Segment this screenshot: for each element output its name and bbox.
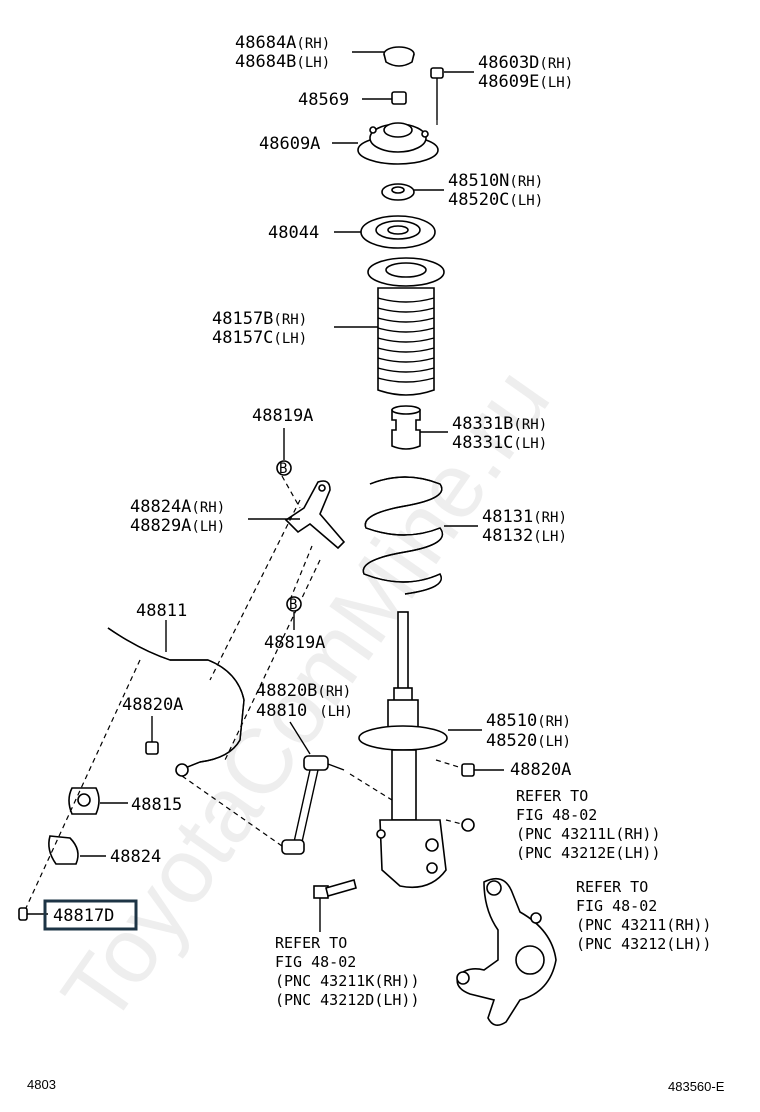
stabilizer-bushing-part[interactable]	[68, 787, 100, 815]
label-48817d-text: 48817D	[53, 906, 114, 926]
svg-text:48820B(RH): 48820B(RH)	[256, 681, 351, 701]
svg-text:48510N(RH): 48510N(RH)	[448, 171, 543, 191]
bolt-48817d-part[interactable]	[18, 907, 28, 921]
svg-text:48520(LH): 48520(LH)	[486, 731, 571, 751]
strut-bolt-part[interactable]	[313, 879, 357, 899]
label-48157[interactable]: 48157B(RH) 48157C(LH)	[212, 309, 307, 348]
label-48510n[interactable]: 48510N(RH) 48520C(LH)	[448, 171, 543, 210]
label-48819a-bottom[interactable]: 48819A	[264, 633, 325, 653]
svg-text:48684B(LH): 48684B(LH)	[235, 52, 330, 72]
label-48603[interactable]: 48603D(RH) 48609E(LH)	[478, 53, 573, 92]
svg-text:48684A(RH): 48684A(RH)	[235, 33, 330, 53]
footer-left-code: 4803	[27, 1077, 56, 1092]
svg-text:FIG 48-02: FIG 48-02	[275, 953, 356, 971]
bearing-part[interactable]	[381, 183, 415, 201]
svg-text:48157C(LH): 48157C(LH)	[212, 328, 307, 348]
svg-text:48331C(LH): 48331C(LH)	[452, 433, 547, 453]
svg-text:48331B(RH): 48331B(RH)	[452, 414, 547, 434]
callout-b-bottom-text: B	[289, 597, 297, 613]
label-48817d-highlighted[interactable]: 48817D	[43, 899, 138, 931]
label-48569[interactable]: 48569	[298, 90, 349, 110]
bump-stop-part[interactable]	[391, 405, 421, 450]
svg-text:(PNC 43211K(RH)): (PNC 43211K(RH))	[275, 972, 420, 990]
nut-48603-part[interactable]	[430, 67, 444, 120]
stabilizer-link-part[interactable]	[281, 755, 345, 855]
label-48331[interactable]: 48331B(RH) 48331C(LH)	[452, 414, 547, 453]
coil-spring-part[interactable]	[362, 476, 444, 595]
nut-48820a-left-part[interactable]	[145, 741, 159, 755]
svg-text:REFER TO: REFER TO	[576, 878, 648, 896]
svg-text:48829A(LH): 48829A(LH)	[130, 516, 225, 536]
strut-mount-part[interactable]	[357, 122, 439, 165]
nut-48820a-right-part[interactable]	[461, 763, 475, 777]
callout-b-bottom: B	[286, 596, 302, 613]
label-48824[interactable]: 48824	[110, 847, 161, 867]
label-48044[interactable]: 48044	[268, 223, 319, 243]
footer-right-code: 483560-E	[668, 1079, 725, 1094]
callout-b-top-text: B	[279, 461, 287, 477]
svg-text:(PNC 43211(RH)): (PNC 43211(RH))	[576, 916, 711, 934]
leader-lines	[27, 51, 504, 915]
dust-cap-part[interactable]	[383, 46, 415, 67]
svg-text:48157B(RH): 48157B(RH)	[212, 309, 307, 329]
label-48684[interactable]: 48684A(RH) 48684B(LH)	[235, 33, 330, 72]
svg-text:REFER TO: REFER TO	[275, 934, 347, 952]
nut-48569-part[interactable]	[391, 91, 407, 105]
spring-seat-part[interactable]	[360, 215, 436, 249]
bellows-boot-part[interactable]	[367, 257, 445, 396]
label-48824a[interactable]: 48824A(RH) 48829A(LH)	[130, 497, 225, 536]
label-48819a-top[interactable]: 48819A	[252, 406, 313, 426]
svg-text:48131(RH): 48131(RH)	[482, 507, 567, 527]
label-48820a-right[interactable]: 48820A	[510, 760, 571, 780]
label-48609a[interactable]: 48609A	[259, 134, 320, 154]
assembly-lines	[25, 120, 463, 909]
stabilizer-bar-part[interactable]	[107, 627, 245, 777]
refer-note-right[interactable]: REFER TO FIG 48-02 (PNC 43211L(RH)) (PNC…	[516, 787, 661, 862]
label-48815[interactable]: 48815	[131, 795, 182, 815]
svg-text:48132(LH): 48132(LH)	[482, 526, 567, 546]
svg-text:(PNC 43212E(LH)): (PNC 43212E(LH))	[516, 844, 661, 862]
svg-text:(PNC 43212(LH)): (PNC 43212(LH))	[576, 935, 711, 953]
svg-text:48810(LH): 48810(LH)	[256, 701, 353, 721]
washer-part[interactable]	[461, 818, 475, 832]
svg-text:FIG 48-02: FIG 48-02	[516, 806, 597, 824]
svg-text:FIG 48-02: FIG 48-02	[576, 897, 657, 915]
svg-text:REFER TO: REFER TO	[516, 787, 588, 805]
label-48820a-left[interactable]: 48820A	[122, 695, 183, 715]
steering-knuckle-part[interactable]	[456, 877, 557, 1026]
svg-text:(PNC 43211L(RH)): (PNC 43211L(RH))	[516, 825, 661, 843]
svg-text:48824A(RH): 48824A(RH)	[130, 497, 225, 517]
svg-text:(PNC 43212D(LH)): (PNC 43212D(LH))	[275, 991, 420, 1009]
callout-b-top: B	[276, 460, 292, 477]
svg-text:48520C(LH): 48520C(LH)	[448, 190, 543, 210]
svg-text:48603D(RH): 48603D(RH)	[478, 53, 573, 73]
svg-text:48609E(LH): 48609E(LH)	[478, 72, 573, 92]
shock-absorber-part[interactable]	[358, 611, 448, 889]
svg-text:48510(RH): 48510(RH)	[486, 711, 571, 731]
refer-note-knuckle[interactable]: REFER TO FIG 48-02 (PNC 43211(RH)) (PNC …	[576, 878, 711, 953]
label-48820b[interactable]: 48820B(RH) 48810(LH)	[256, 681, 353, 721]
refer-note-bolt[interactable]: REFER TO FIG 48-02 (PNC 43211K(RH)) (PNC…	[275, 934, 420, 1009]
stabilizer-bracket-part[interactable]	[284, 480, 346, 550]
label-48131[interactable]: 48131(RH) 48132(LH)	[482, 507, 567, 546]
label-48811[interactable]: 48811	[136, 601, 187, 621]
label-48510[interactable]: 48510(RH) 48520(LH)	[486, 711, 571, 751]
